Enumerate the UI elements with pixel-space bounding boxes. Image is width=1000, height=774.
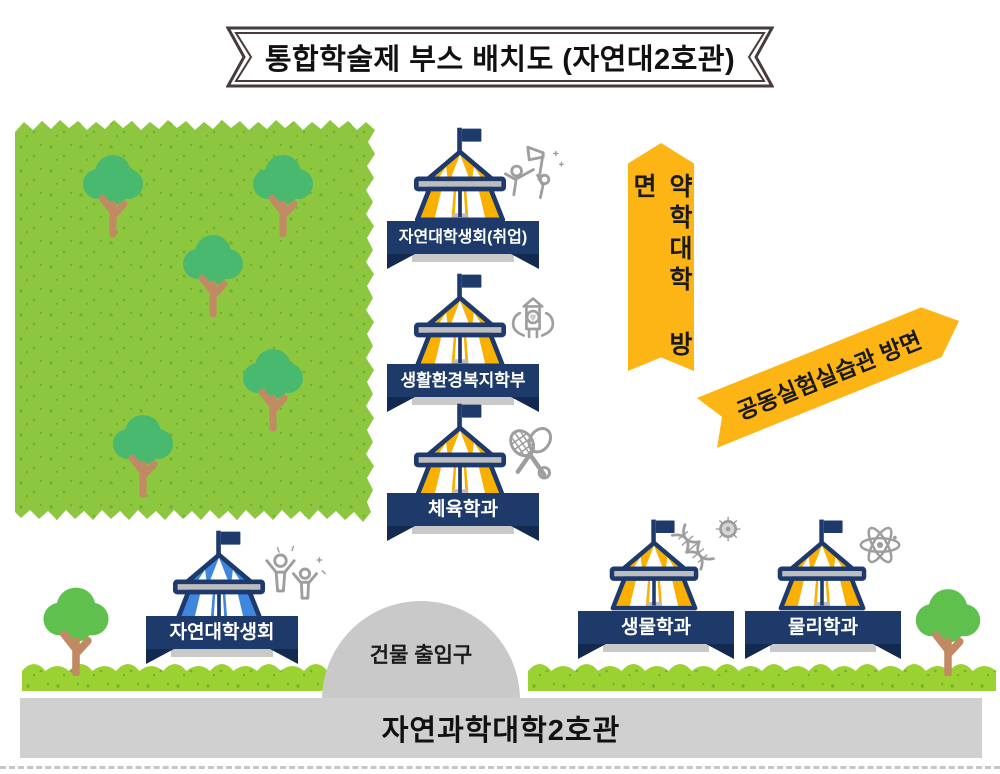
bottom-dashed-border [0,766,1000,769]
tennis-rackets-icon [509,427,553,480]
tree-icon [38,586,114,676]
booth-label: 물리학과 [745,611,901,644]
booth-label: 체육학과 [387,493,539,526]
banner-ribbon-fold [745,644,901,659]
banner-ribbon-fold [146,649,298,664]
direction-arrow-shared-lab: 공동실험실습관 방면 [697,296,969,448]
entrance-label: 건물 출입구 [369,644,473,667]
tree-icon [910,588,986,676]
booth-label-banner: 체육학과 [387,493,539,541]
building-entrance: 건물 출입구 [322,601,520,701]
page-title: 통합학술제 부스 배치도 (자연대2호관) [264,44,736,76]
park-field [15,120,375,522]
people-with-flag-icon [504,145,564,199]
booth-label: 자연대학생회(취업) [387,221,539,254]
booth-label-banner: 물리학과 [745,611,901,659]
direction-arrow-pharmacy: 약학대학 방면 [628,143,694,371]
booth-label: 생물학과 [578,611,734,644]
booth-label-banner: 자연대학생회 [146,616,298,664]
banner-ribbon-fold [387,397,539,412]
building-name: 자연과학대학2호관 [381,715,621,747]
building-bar: 자연과학대학2호관 [20,698,982,758]
title-ribbon: 통합학술제 부스 배치도 (자연대2호관) [225,26,775,88]
booth-label: 생활환경복지학부 [387,364,539,397]
direction-label: 약학대학 방면 [629,173,693,362]
banner-ribbon-fold [578,644,734,659]
title-ribbon-border [225,26,775,88]
cheering-people-icon [265,545,326,600]
dna-virus-icon [670,516,741,571]
booth-label: 자연대학생회 [146,616,298,649]
atom-icon [859,526,901,564]
hands-holding-building-icon [511,297,555,339]
booth-label-banner: 생활환경복지학부 [387,364,539,412]
direction-label: 공동실험실습관 방면 [732,326,926,425]
booth-label-banner: 자연대학생회(취업) [387,221,539,269]
banner-ribbon-fold [387,254,539,269]
banner-ribbon-fold [387,526,539,541]
booth-label-banner: 생물학과 [578,611,734,659]
